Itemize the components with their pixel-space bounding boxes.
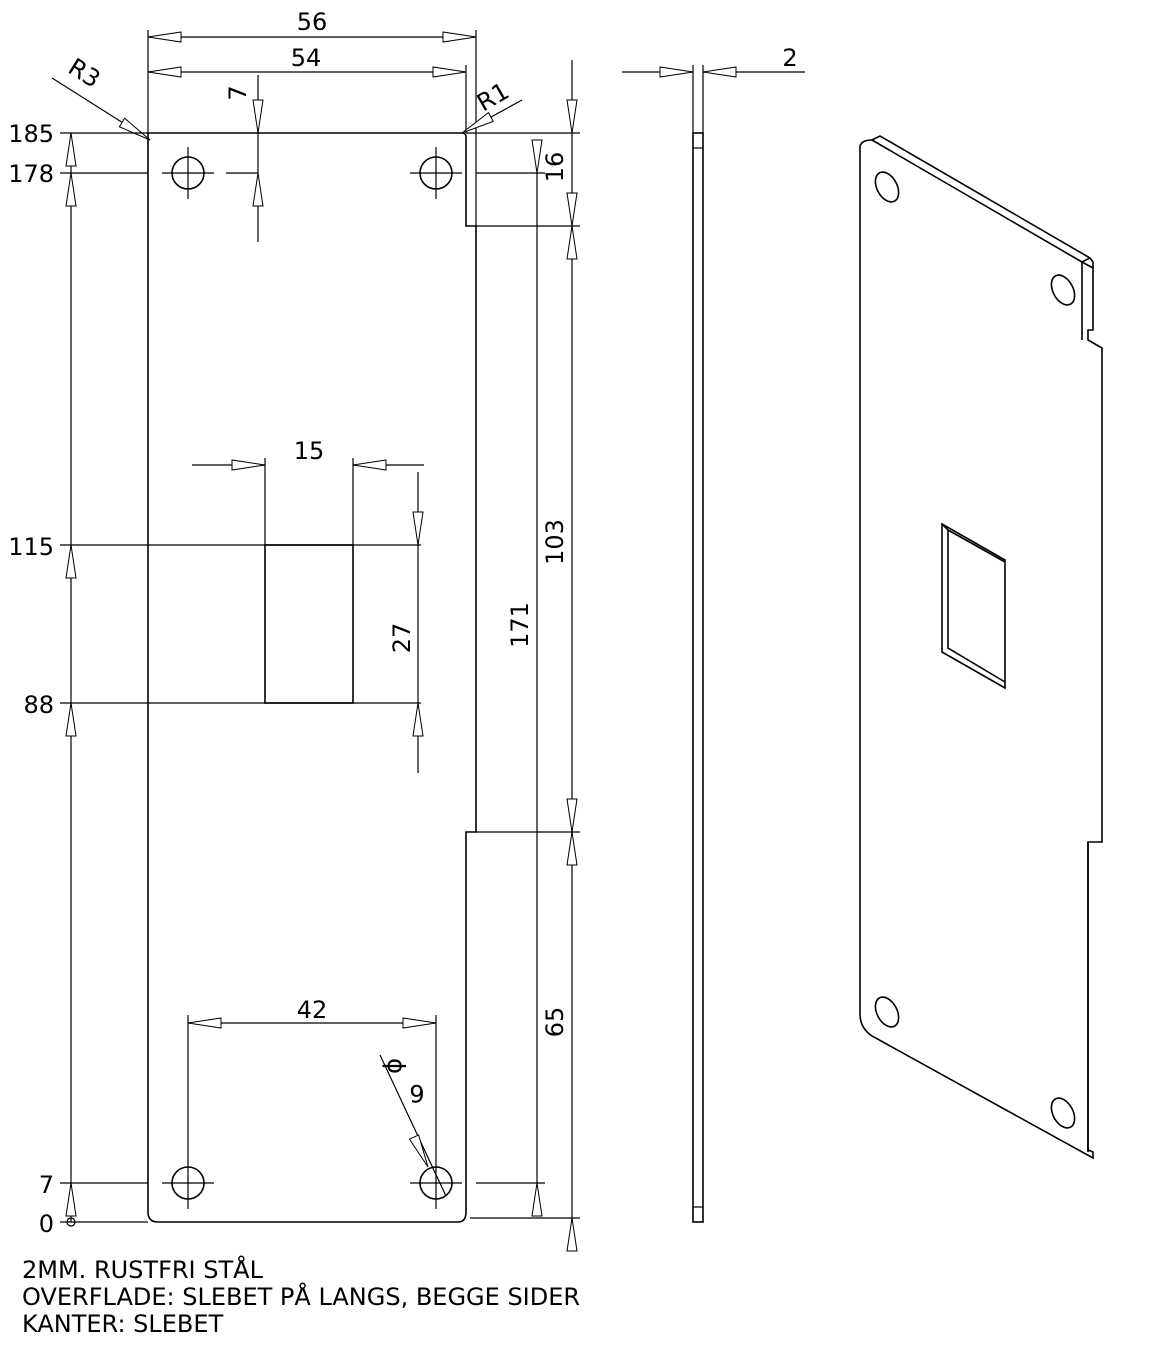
dim-171-label: 171 (506, 602, 534, 648)
dim-16-label: 16 (541, 152, 569, 183)
ordinate-185: 185 (8, 120, 54, 148)
dim-16: 16 (466, 60, 580, 1222)
ordinate-88: 88 (23, 691, 54, 719)
dim-54-label: 54 (291, 44, 322, 72)
note-surface: OVERFLADE: SLEBET PÅ LANGS, BEGGE SIDER (22, 1283, 581, 1311)
dim-54: 54 (147, 44, 467, 133)
hole-top-right (410, 147, 462, 199)
isometric-view (859, 135, 1103, 1160)
dim-103-label: 103 (541, 519, 569, 565)
dim-7-top: 7 (224, 75, 264, 242)
dim-2-label: 2 (782, 44, 797, 72)
dim-hole-dia-label: 6 (409, 1079, 424, 1107)
dim-171: 171 (476, 139, 545, 1217)
dim-42: 42 (187, 996, 437, 1157)
hole-bottom-left (162, 1157, 214, 1209)
ordinate-7: 7 (39, 1171, 54, 1199)
dim-27: 27 (388, 472, 424, 773)
ordinate-axis: 185 178 115 88 7 0 (8, 120, 421, 1238)
note-edges: KANTER: SLEBET (22, 1310, 224, 1338)
plate-outline (147, 132, 477, 1223)
side-view: 2 (622, 44, 805, 1223)
dim-7-top-label: 7 (224, 85, 252, 100)
ordinate-0: 0 (39, 1210, 54, 1238)
ordinate-115: 115 (8, 533, 54, 561)
dim-65-label: 65 (541, 1007, 569, 1038)
dim-42-label: 42 (297, 996, 328, 1024)
dim-15-label: 15 (294, 437, 325, 465)
hole-top-left (162, 147, 214, 199)
dim-56-label: 56 (297, 8, 328, 36)
ordinate-178: 178 (8, 160, 54, 188)
dim-r1: R1 (459, 77, 523, 138)
hole-bottom-right (410, 1157, 462, 1209)
dim-27-label: 27 (388, 623, 416, 654)
latch-slot (264, 544, 354, 704)
dim-hole-dia-symbol: ϕ (379, 1058, 407, 1074)
dim-r3: R3 (51, 53, 154, 145)
dim-hole-dia: ϕ 6 (379, 1054, 447, 1197)
dim-56: 56 (147, 8, 477, 226)
dim-r1-label: R1 (472, 77, 514, 117)
note-material: 2MM. RUSTFRI STÅL (22, 1256, 263, 1284)
dim-103: 103 (476, 192, 580, 866)
dim-r3-label: R3 (63, 53, 105, 94)
dim-15: 15 (192, 437, 424, 545)
dim-65: 65 (470, 798, 580, 1252)
